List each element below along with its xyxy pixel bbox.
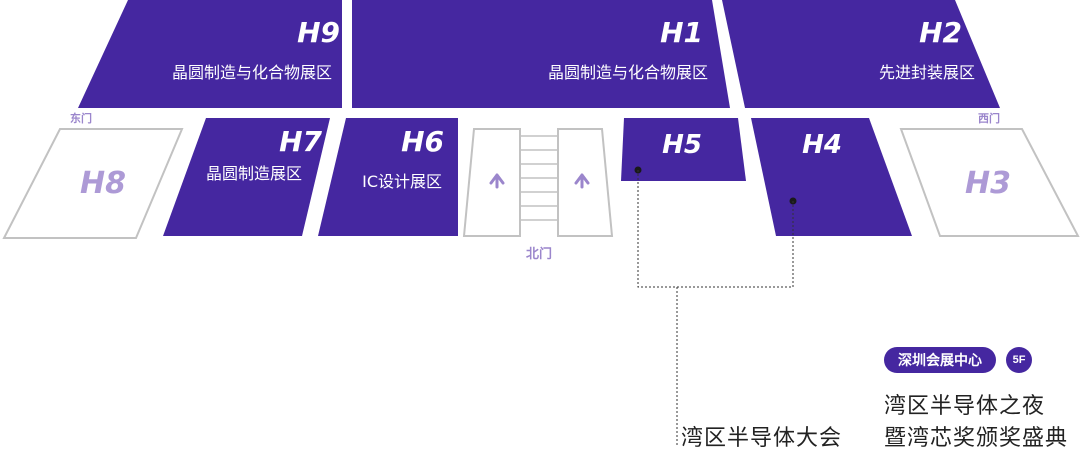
hall-h6-label: IC设计展区	[362, 172, 442, 191]
event-connector	[634, 166, 797, 447]
hall-h1-label: 晶圆制造与化合物展区	[548, 63, 708, 82]
hall-h4-id: H4	[802, 130, 842, 160]
west-gate-label: 西门	[978, 111, 1000, 125]
hall-h7-id: H7	[279, 125, 322, 158]
hall-h9-id: H9	[297, 16, 340, 49]
up-arrow-icon	[489, 173, 505, 189]
main-conference-label: 湾区半导体大会	[681, 425, 843, 450]
hall-h7[interactable]: H7 晶圆制造展区	[163, 118, 330, 236]
hall-h8[interactable]: H8	[2, 128, 184, 239]
hall-h6[interactable]: H6 IC设计展区	[318, 118, 458, 236]
hall-h2-label: 先进封装展区	[879, 63, 975, 82]
east-gate-label: 东门	[70, 111, 92, 125]
hall-h5[interactable]: H5	[621, 118, 746, 181]
hall-h2[interactable]: H2 先进封装展区	[722, 0, 1000, 108]
floor-badge: 5F	[1006, 347, 1032, 373]
north-gate-label: 北门	[526, 246, 552, 262]
hall-h9[interactable]: H9 晶圆制造与化合物展区	[78, 0, 342, 108]
venue-info: 深圳会展中心 5F	[884, 347, 1032, 373]
north-entrance[interactable]	[462, 128, 614, 237]
venue-badge: 深圳会展中心	[884, 347, 996, 373]
night-event-line1: 湾区半导体之夜	[884, 393, 1046, 418]
hall-h1[interactable]: H1 晶圆制造与化合物展区	[352, 0, 730, 108]
up-arrow-icon	[574, 173, 590, 189]
hall-h3[interactable]: H3	[899, 128, 1080, 237]
entrance-right-pillar	[557, 128, 614, 237]
hall-h6-id: H6	[401, 125, 444, 158]
hall-h7-label: 晶圆制造展区	[206, 164, 302, 183]
entrance-left-pillar	[462, 128, 521, 237]
hall-h1-id: H1	[660, 16, 703, 49]
hall-h5-id: H5	[662, 130, 702, 160]
night-event-line2: 暨湾芯奖颁奖盛典	[884, 425, 1069, 450]
hall-h9-label: 晶圆制造与化合物展区	[172, 63, 332, 82]
hall-h4[interactable]: H4	[751, 118, 912, 236]
hall-h8-id: H8	[80, 166, 126, 201]
hall-h3-id: H3	[965, 166, 1011, 201]
hall-h2-id: H2	[919, 16, 962, 49]
entrance-stairs	[520, 135, 558, 221]
